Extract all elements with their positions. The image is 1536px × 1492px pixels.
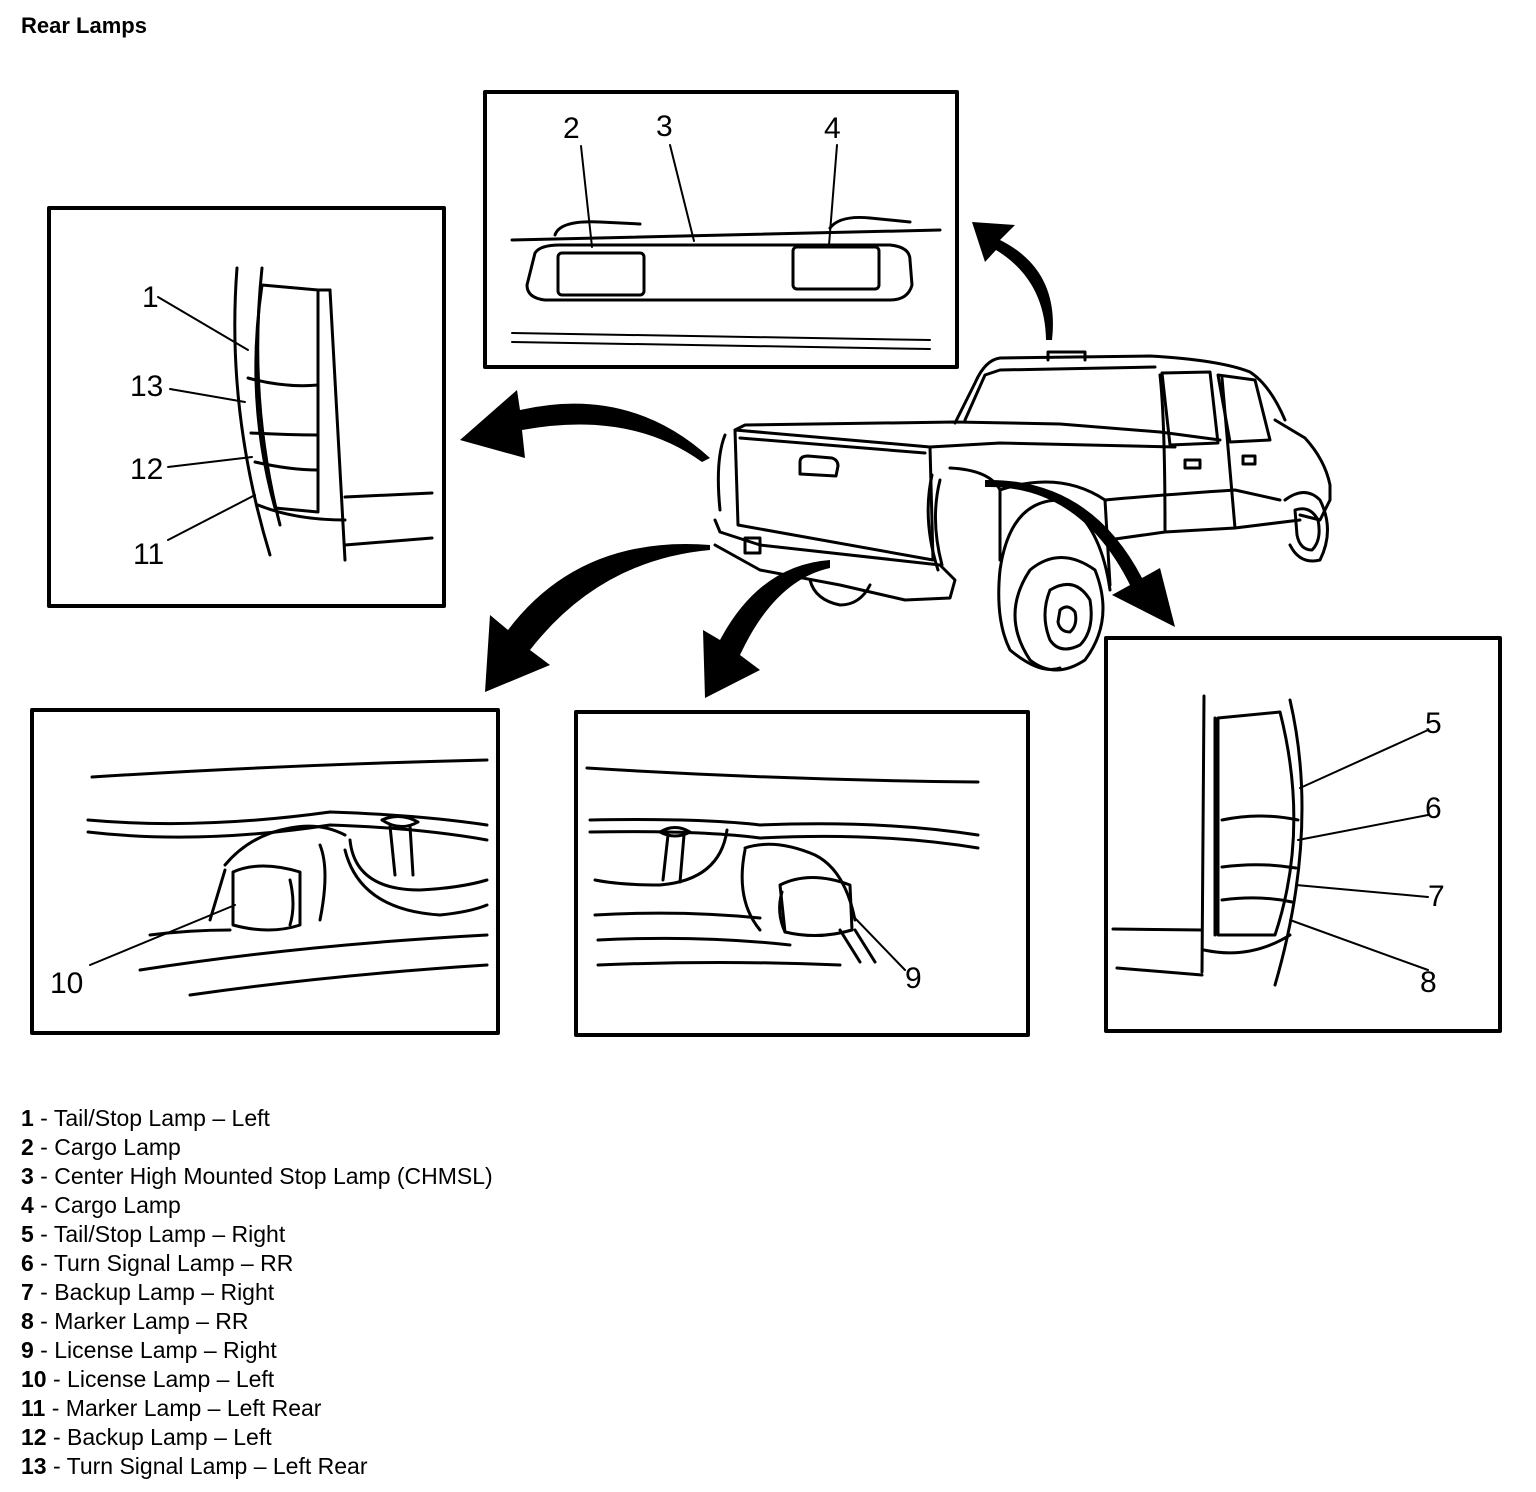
callout-5: 5 <box>1425 707 1442 740</box>
legend-text: Cargo Lamp <box>54 1134 181 1160</box>
legend-number: 1 <box>21 1105 34 1131</box>
callout-7: 7 <box>1428 880 1445 913</box>
lamp-location-diagram: 2 3 4 1 13 12 11 10 9 5 6 7 8 <box>30 90 1502 1037</box>
legend-item: 8 - Marker Lamp – RR <box>21 1307 493 1336</box>
callout-13: 13 <box>130 370 163 403</box>
legend-separator: - <box>45 1395 66 1421</box>
page-title: Rear Lamps <box>21 13 147 38</box>
arrow-to-left-tail-panel <box>460 390 710 462</box>
legend-item: 9 - License Lamp – Right <box>21 1336 493 1365</box>
legend-number: 9 <box>21 1337 34 1363</box>
callout-8: 8 <box>1420 966 1437 999</box>
legend-number: 10 <box>21 1366 47 1392</box>
arrow-to-chmsl-panel <box>972 222 1053 340</box>
legend-number: 4 <box>21 1192 34 1218</box>
right-license-lamp-detail-panel <box>574 710 1030 1037</box>
callout-11: 11 <box>133 538 164 571</box>
legend-separator: - <box>33 1163 55 1189</box>
legend-text: Backup Lamp – Right <box>54 1279 275 1305</box>
legend-item: 3 - Center High Mounted Stop Lamp (CHMSL… <box>21 1162 493 1191</box>
legend-text: Turn Signal Lamp – RR <box>53 1250 294 1276</box>
legend-separator: - <box>33 1192 55 1218</box>
pickup-truck-illustration <box>713 350 1332 672</box>
callout-2: 2 <box>563 112 580 145</box>
arrow-to-right-tail-panel <box>985 479 1175 627</box>
legend-separator: - <box>33 1221 54 1247</box>
legend-number: 12 <box>21 1424 47 1450</box>
legend-separator: - <box>33 1250 54 1276</box>
legend-item: 4 - Cargo Lamp <box>21 1191 493 1220</box>
legend-number: 6 <box>21 1250 34 1276</box>
legend-item: 2 - Cargo Lamp <box>21 1133 493 1162</box>
legend-item: 6 - Turn Signal Lamp – RR <box>21 1249 493 1278</box>
legend-item: 13 - Turn Signal Lamp – Left Rear <box>21 1452 493 1481</box>
legend-text: License Lamp – Right <box>54 1337 277 1363</box>
legend-separator: - <box>46 1366 68 1392</box>
legend-text: Cargo Lamp <box>54 1192 181 1218</box>
legend-number: 13 <box>21 1453 47 1479</box>
callout-1: 1 <box>142 281 159 314</box>
legend-separator: - <box>46 1453 67 1479</box>
legend-separator: - <box>33 1279 55 1305</box>
legend-separator: - <box>33 1105 54 1131</box>
legend-item: 11 - Marker Lamp – Left Rear <box>21 1394 493 1423</box>
legend-number: 7 <box>21 1279 34 1305</box>
legend-item: 7 - Backup Lamp – Right <box>21 1278 493 1307</box>
callout-10: 10 <box>50 967 83 1000</box>
callout-9: 9 <box>905 962 922 995</box>
legend-text: Tail/Stop Lamp – Right <box>53 1221 286 1247</box>
legend-number: 11 <box>21 1395 46 1421</box>
callout-12: 12 <box>130 453 163 486</box>
right-tail-lamp-detail-panel <box>1104 636 1502 1033</box>
legend-item: 1 - Tail/Stop Lamp – Left <box>21 1104 493 1133</box>
legend-text: Turn Signal Lamp – Left Rear <box>66 1453 368 1479</box>
legend-item: 12 - Backup Lamp – Left <box>21 1423 493 1452</box>
legend-separator: - <box>46 1424 68 1450</box>
chmsl-detail-panel <box>483 90 959 369</box>
legend-number: 2 <box>21 1134 34 1160</box>
legend-separator: - <box>33 1134 55 1160</box>
legend-number: 5 <box>21 1221 34 1247</box>
legend-text: Center High Mounted Stop Lamp (CHMSL) <box>54 1163 493 1189</box>
legend-item: 10 - License Lamp – Left <box>21 1365 493 1394</box>
legend-text: Tail/Stop Lamp – Left <box>53 1105 270 1131</box>
legend-number: 3 <box>21 1163 34 1189</box>
legend-separator: - <box>33 1308 55 1334</box>
legend-text: License Lamp – Left <box>67 1366 275 1392</box>
legend-item: 5 - Tail/Stop Lamp – Right <box>21 1220 493 1249</box>
legend-number: 8 <box>21 1308 34 1334</box>
callout-3: 3 <box>656 110 673 143</box>
arrow-to-right-license-panel <box>703 560 830 698</box>
callout-4: 4 <box>824 112 841 145</box>
legend-text: Marker Lamp – RR <box>54 1308 249 1334</box>
legend-text: Backup Lamp – Left <box>67 1424 272 1450</box>
legend-separator: - <box>33 1337 55 1363</box>
left-license-lamp-detail-panel <box>30 708 500 1035</box>
callout-6: 6 <box>1425 792 1442 825</box>
pointer-arrows <box>460 222 1175 698</box>
arrow-to-left-license-panel <box>485 544 710 692</box>
lamp-legend: 1 - Tail/Stop Lamp – Left 2 - Cargo Lamp… <box>21 1104 493 1481</box>
legend-text: Marker Lamp – Left Rear <box>65 1395 322 1421</box>
left-tail-lamp-detail-panel <box>47 206 446 608</box>
